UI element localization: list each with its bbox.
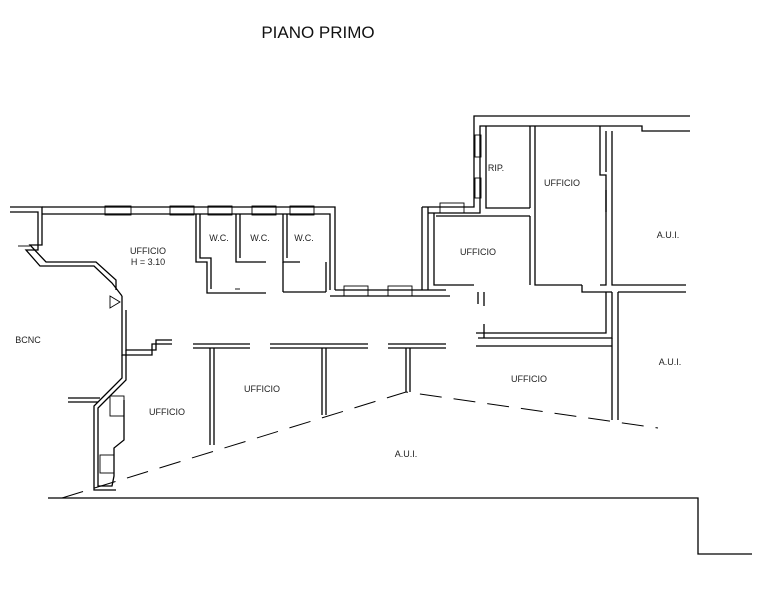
label-wc-3: W.C. — [294, 233, 314, 243]
label-aui-top-right: A.U.I. — [657, 230, 680, 240]
label-ufficio-lower-center: UFFICIO — [244, 384, 280, 394]
label-ufficio-lower-left: UFFICIO — [149, 407, 185, 417]
plan-title: PIANO PRIMO — [261, 23, 374, 42]
walls — [10, 115, 752, 555]
label-ufficio-top-right: UFFICIO — [544, 178, 580, 188]
label-rip: RIP. — [488, 163, 504, 173]
label-ufficio-lower-right: UFFICIO — [511, 374, 547, 384]
label-bcnc: BCNC — [15, 335, 41, 345]
label-ufficio-height: H = 3.10 — [131, 257, 165, 267]
label-wc-2: W.C. — [250, 233, 270, 243]
label-wc-1: W.C. — [209, 233, 229, 243]
label-ufficio-mid: UFFICIO — [460, 247, 496, 257]
label-aui-bottom: A.U.I. — [395, 449, 418, 459]
label-aui-right: A.U.I. — [659, 357, 682, 367]
label-ufficio-main: UFFICIO — [130, 246, 166, 256]
room-labels: UFFICIO H = 3.10 W.C. W.C. W.C. RIP. UFF… — [15, 163, 681, 459]
